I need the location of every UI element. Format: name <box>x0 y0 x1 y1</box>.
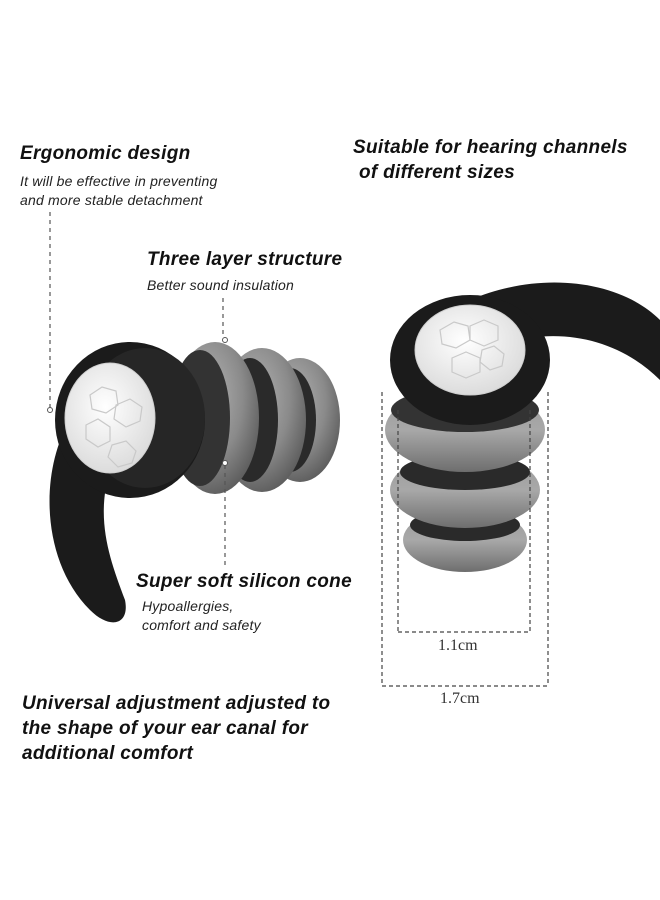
universal-line-1: Universal adjustment adjusted to <box>22 693 331 714</box>
suitable-line-2: of different sizes <box>359 162 516 183</box>
three-layer-block: Three layer structure Better sound insul… <box>147 249 342 293</box>
ergonomic-line-2: and more stable detachment <box>20 192 203 208</box>
left-earplug <box>49 342 340 623</box>
cone-line-1: Hypoallergies, <box>142 598 234 614</box>
right-earplug <box>385 282 660 572</box>
dimension-lines <box>381 392 549 687</box>
ergonomic-line-1: It will be effective in preventing <box>20 173 218 189</box>
suitable-block: Suitable for hearing channels of differe… <box>353 137 628 184</box>
cone-block: Super soft silicon cone Hypoallergies, c… <box>136 571 352 633</box>
cone-title: Super soft silicon cone <box>136 571 352 592</box>
universal-line-2: the shape of your ear canal for <box>22 718 308 739</box>
leader-lines <box>49 212 226 568</box>
dimension-outer-label: 1.7cm <box>440 690 480 707</box>
three-layer-subtitle: Better sound insulation <box>147 277 295 293</box>
cone-line-2: comfort and safety <box>142 617 261 633</box>
right-cap <box>414 304 526 396</box>
universal-block: Universal adjustment adjusted to the sha… <box>22 693 330 765</box>
ergonomic-title: Ergonomic design <box>20 143 191 164</box>
ergonomic-block: Ergonomic design It will be effective in… <box>20 143 217 208</box>
dimension-inner-label: 1.1cm <box>438 637 478 654</box>
suitable-line-1: Suitable for hearing channels <box>353 137 628 158</box>
right-hook <box>470 282 660 380</box>
left-cap <box>64 362 156 474</box>
three-layer-title: Three layer structure <box>147 249 343 270</box>
universal-line-3: additional comfort <box>22 743 194 764</box>
